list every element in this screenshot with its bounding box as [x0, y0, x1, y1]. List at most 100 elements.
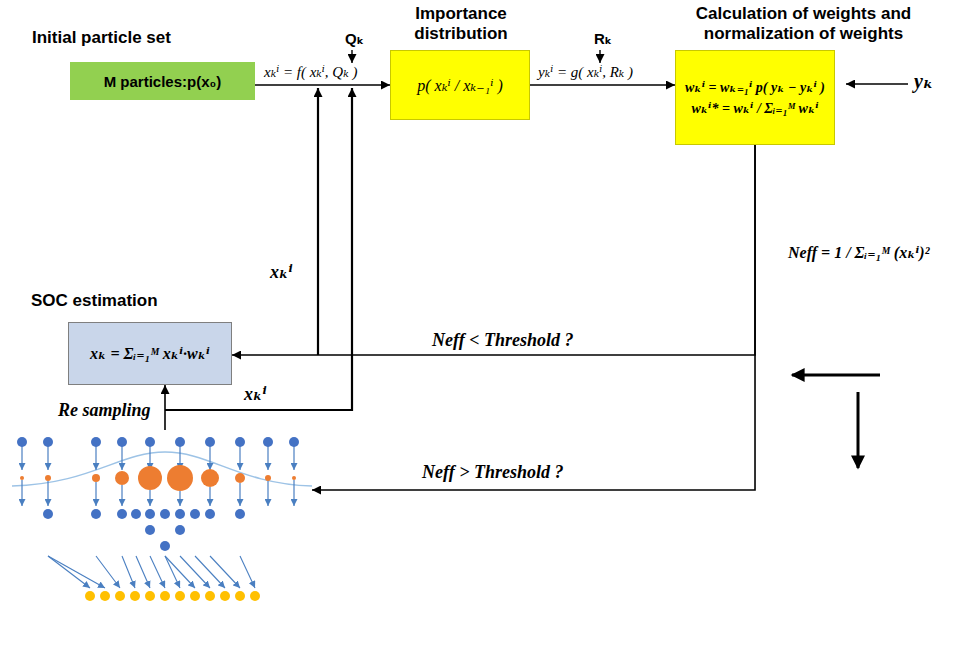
- formula-text: M particles:p(x₀): [104, 73, 222, 90]
- new-particle: [190, 591, 200, 601]
- resampled-dot: [205, 509, 215, 519]
- sample-line: [179, 491, 180, 506]
- particle-dot: [175, 437, 185, 447]
- particle-dot: [117, 437, 127, 447]
- particle-dot: [205, 437, 215, 447]
- flow-arrow: [232, 145, 755, 355]
- resampling-figure: Re sampling: [10, 430, 312, 652]
- new-particle: [115, 591, 125, 601]
- particle-dot: [91, 437, 101, 447]
- decision-arrow: [857, 392, 860, 468]
- section-heading: Re sampling: [58, 400, 168, 422]
- new-particle: [85, 591, 95, 601]
- resampled-dot: [175, 525, 185, 535]
- sample-line: [267, 481, 268, 506]
- weighted-particle: [292, 476, 296, 480]
- input-arrow: [599, 50, 600, 63]
- sample-line: [21, 446, 22, 470]
- flow-arrow: [164, 385, 166, 430]
- branch-line: [195, 556, 225, 588]
- formula-text: wₖⁱ = wₖ₌₁ⁱ p( yₖ − yₖⁱ ): [685, 79, 825, 96]
- feedback-line: [317, 88, 319, 355]
- particle-dot: [235, 437, 245, 447]
- section-heading: Initial particle set: [32, 28, 242, 48]
- formula-text: p( xₖⁱ / xₖ₋₁ⁱ ): [417, 76, 502, 95]
- condition-label: Neff > Threshold ?: [420, 462, 565, 483]
- noise-label: Rₖ: [592, 30, 614, 47]
- formula-text: Neff = 1 / Σᵢ₌₁ᴹ (xₖⁱ)²: [786, 244, 931, 262]
- particle-dot: [263, 437, 273, 447]
- branch-line: [240, 556, 255, 588]
- sample-line: [21, 480, 22, 506]
- resampled-dot: [190, 509, 200, 519]
- process-box: Importance distributionp( xₖⁱ / xₖ₋₁ⁱ ): [390, 50, 530, 120]
- particle-dot: [145, 437, 155, 447]
- new-particle: [235, 591, 245, 601]
- resampled-dot: [145, 525, 155, 535]
- weighted-particle: [167, 465, 193, 491]
- resampled-dot: [175, 509, 185, 519]
- branch-line: [48, 556, 90, 588]
- new-particle: [160, 591, 170, 601]
- weighted-particle: [92, 474, 100, 482]
- resampled-dot: [235, 509, 245, 519]
- weighted-particle: [235, 473, 245, 483]
- resampled-dot: [117, 509, 127, 519]
- sample-line: [121, 485, 122, 506]
- input-arrow: [846, 83, 908, 85]
- branch-line: [210, 556, 240, 588]
- resampled-dot: [145, 509, 155, 519]
- sample-line: [149, 490, 150, 506]
- formula-text: xₖⁱ = f( xₖⁱ, Qₖ ): [262, 64, 359, 81]
- measurement-label: yₖ: [912, 70, 935, 93]
- resampled-dot: [131, 509, 141, 519]
- section-heading: SOC estimation: [31, 291, 231, 311]
- weighted-particle: [115, 471, 129, 485]
- process-box: Calculation of weights and normalization…: [675, 50, 835, 145]
- sample-line: [121, 446, 122, 470]
- new-particle: [100, 591, 110, 601]
- weighted-particle: [20, 476, 24, 480]
- flow-arrow: [312, 145, 755, 490]
- section-heading: Importance distribution: [381, 4, 541, 45]
- noise-label: Qₖ: [343, 30, 366, 47]
- branch-line: [136, 556, 150, 588]
- process-box: Initial particle setM particles:p(x₀): [70, 62, 255, 100]
- sample-line: [239, 483, 240, 506]
- branch-line: [48, 556, 105, 588]
- weighted-particle: [201, 469, 219, 487]
- sample-line: [293, 480, 294, 506]
- sample-line: [239, 446, 240, 470]
- new-particle: [220, 591, 230, 601]
- sample-line: [209, 446, 210, 470]
- particle-label: xₖⁱ: [268, 262, 295, 283]
- condition-label: Neff < Threshold ?: [430, 330, 575, 351]
- process-box: SOC estimationxₖ = Σᵢ₌₁ᴹ xₖⁱ·wₖⁱ: [68, 322, 232, 385]
- new-particle: [130, 591, 140, 601]
- new-particle: [175, 591, 185, 601]
- particle-dot: [43, 437, 53, 447]
- particle-dot: [289, 437, 299, 447]
- input-arrow: [351, 50, 352, 63]
- branch-line: [165, 556, 195, 588]
- branch-line: [150, 556, 165, 588]
- resampled-dot: [160, 509, 170, 519]
- branch-line: [165, 556, 180, 588]
- weighted-particle: [265, 475, 271, 481]
- decision-arrow: [792, 374, 880, 377]
- formula-text: wₖⁱ* = wₖⁱ / Σᵢ₌₁ᴹ wₖⁱ: [691, 100, 818, 117]
- density-curve: [12, 452, 312, 486]
- flow-arrow: [530, 84, 675, 86]
- section-heading: Calculation of weights and normalization…: [656, 4, 951, 45]
- sample-line: [293, 446, 294, 470]
- sample-line: [95, 446, 96, 470]
- sample-line: [95, 482, 96, 506]
- weighted-particle: [45, 475, 51, 481]
- resampled-dot: [43, 509, 53, 519]
- sample-line: [47, 446, 48, 470]
- sample-line: [47, 481, 48, 506]
- resampled-dot: [91, 509, 101, 519]
- new-particle: [205, 591, 215, 601]
- new-particle: [145, 591, 155, 601]
